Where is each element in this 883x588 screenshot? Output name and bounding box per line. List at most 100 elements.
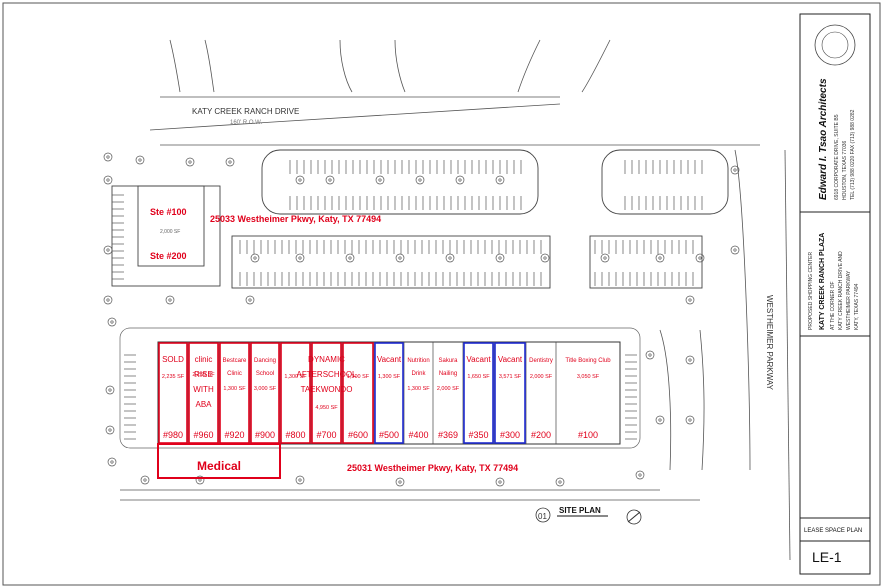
tenant-suite-number: #800 [285, 430, 305, 440]
tree-symbol [685, 415, 695, 425]
tree-symbol [445, 253, 455, 263]
tree-symbol [107, 317, 117, 327]
tenant-outlines [158, 342, 526, 444]
tenant-name: Title Boxing Club [565, 358, 611, 364]
tenant-name: ABA [195, 400, 212, 409]
north-road-row: 160' R.O.W. [230, 120, 262, 126]
tree-symbol [195, 475, 205, 485]
tree-symbol [655, 253, 665, 263]
tenant-suite-number: #500 [379, 430, 399, 440]
tree-symbol [695, 253, 705, 263]
site-plan-label: SITE PLAN [559, 506, 601, 515]
tenant-area: 3,050 SF [577, 374, 600, 380]
project-location-2: KATY CREEK RANCH DRIVE AND [838, 251, 844, 330]
tree-symbol [395, 253, 405, 263]
tree-symbol [555, 477, 565, 487]
tenant-suite-number: #920 [224, 430, 244, 440]
tree-symbol [103, 295, 113, 305]
north-arrow-icon [626, 509, 642, 525]
project-kind: PROPOSED SHOPPING CENTER [808, 252, 814, 330]
tree-symbol [103, 245, 113, 255]
upper-address: 25033 Westheimer Pkwy, Katy, TX 77494 [210, 214, 381, 224]
architect-address-2: HOUSTON, TEXAS 77036 [842, 140, 848, 200]
medical-label: Medical [197, 459, 241, 473]
tenant-name: Clinic [227, 371, 242, 377]
tenant-name: Vacant [377, 355, 402, 364]
tenant-suite-number: #980 [163, 430, 183, 440]
tenant-outline [342, 342, 374, 444]
lower-address: 25031 Westheimer Pkwy, Katy, TX 77494 [347, 463, 518, 473]
tenant-outline [280, 342, 311, 444]
tree-symbol [635, 470, 645, 480]
north-arrow-pointer-icon [627, 511, 641, 523]
tenant-area: 2,000 SF [437, 386, 460, 392]
tenant-area: 4,950 SF [315, 405, 338, 411]
tenant-name: DYNAMIC [308, 355, 345, 364]
tenant-name: RISE [194, 370, 213, 379]
tenant-name: Nutrition [407, 358, 429, 364]
tree-symbol [730, 165, 740, 175]
east-road-label: WESTHEIMER PARKWAY [765, 295, 774, 391]
tree-symbol [540, 253, 550, 263]
title-block [799, 13, 871, 575]
tenant-outline [463, 342, 494, 444]
tenant-suite-number: #700 [316, 430, 336, 440]
tenant-suite-number: #300 [500, 430, 520, 440]
tree-symbol [295, 175, 305, 185]
tree-symbol [185, 157, 195, 167]
tenant-area: 2,235 SF [162, 374, 185, 380]
road-linework [120, 39, 791, 561]
tree-symbol [495, 253, 505, 263]
tree-symbol [107, 457, 117, 467]
tenant-name: Nailing [439, 371, 457, 377]
tree-symbol [645, 350, 655, 360]
tree-symbol [295, 475, 305, 485]
parking-islands [111, 149, 729, 289]
main-building-outline [157, 341, 621, 445]
project-location-4: KATY, TEXAS 77494 [854, 283, 860, 330]
tree-symbol [325, 175, 335, 185]
main-building-canopy [119, 327, 641, 449]
tenant-name: Dancing [254, 358, 276, 364]
tree-symbol [225, 157, 235, 167]
tenant-suite-number: #350 [468, 430, 488, 440]
tree-symbol [685, 295, 695, 305]
tree-symbol [103, 152, 113, 162]
tenant-area: 1,300 SF [407, 386, 430, 392]
tree-symbol [105, 385, 115, 395]
tree-symbol [245, 295, 255, 305]
tree-symbol [375, 175, 385, 185]
project-location-3: WESTHEIMER PARKWAY [846, 270, 852, 330]
tree-symbol [140, 475, 150, 485]
tenant-name: TAEKWONDO [301, 385, 353, 394]
tenant-area: 1,300 SF [223, 386, 246, 392]
project-name: KATY CREEK RANCH PLAZA [819, 233, 826, 330]
tenant-suite-number: #600 [348, 430, 368, 440]
architect-name: Edward I. Tsao Architects [818, 78, 829, 200]
tenant-area: 3,000 SF [254, 386, 277, 392]
tenant-area: 1,300 SF [347, 374, 370, 380]
tenant-area: 1,650 SF [467, 374, 490, 380]
tenant-suite-number: #200 [531, 430, 551, 440]
tenant-name: Drink [411, 371, 426, 377]
sheet-title: LEASE SPACE PLAN [804, 528, 862, 534]
project-location-1: AT THE CORNER OF [830, 281, 836, 330]
tenant-area: 1,300 SF [284, 374, 307, 380]
tree-symbol [165, 295, 175, 305]
tree-symbol [495, 477, 505, 487]
tenant-name: Sakura [438, 358, 458, 364]
upper-building-area: 2,000 SF [160, 229, 180, 235]
tree-symbol [395, 477, 405, 487]
medical-outline [157, 443, 281, 479]
tree-symbol [250, 253, 260, 263]
tenant-outline [311, 342, 342, 444]
tree-symbol [105, 425, 115, 435]
tenant-suite-number: #369 [438, 430, 458, 440]
tenant-name: WITH [193, 385, 214, 394]
tenant-suite-number: #400 [408, 430, 428, 440]
tenant-name: clinic [195, 355, 213, 364]
tenant-area: 1,300 SF [378, 374, 401, 380]
tree-symbol [600, 253, 610, 263]
tenant-area: 2,000 SF [530, 374, 553, 380]
